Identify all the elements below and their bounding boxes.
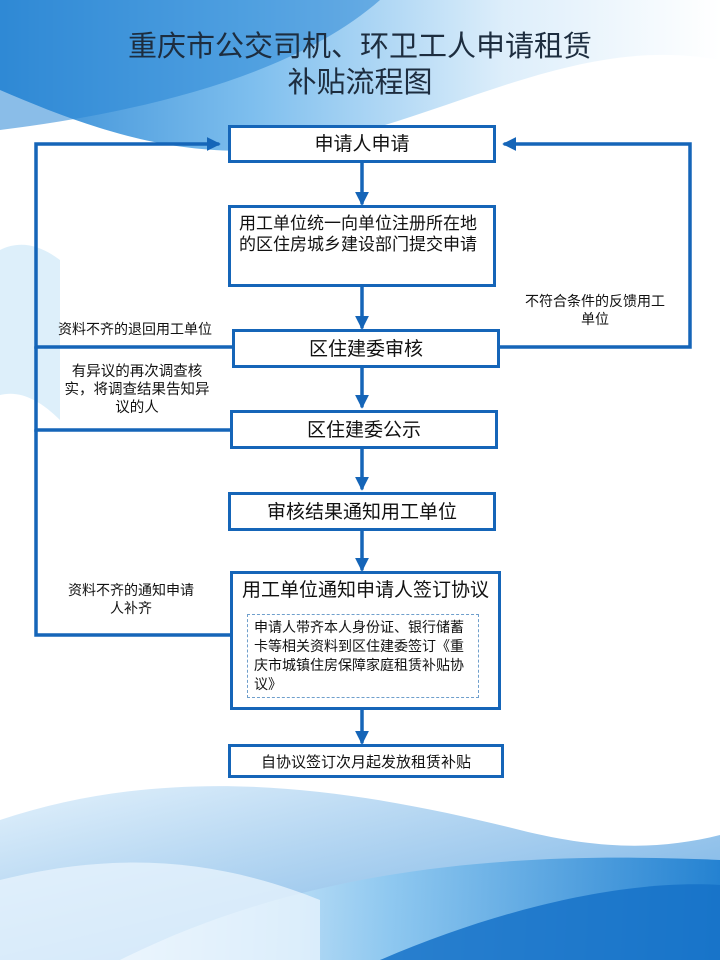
step-sign-box: 用工单位通知申请人签订协议 申请人带齐本人身份证、银行储蓄卡等相关资料到区住建委… (230, 571, 501, 710)
step-sign-detail-box: 申请人带齐本人身份证、银行储蓄卡等相关资料到区住建委签订《重庆市城镇住房保障家庭… (247, 614, 479, 698)
step-notify-employer-box: 审核结果通知用工单位 (228, 492, 496, 531)
note-objection: 有异议的再次调查核实，将调查结果告知异议的人 (64, 364, 210, 416)
step-review-box: 区住建委审核 (232, 329, 500, 368)
step-subsidy-label: 自协议签订次月起发放租赁补贴 (260, 752, 471, 771)
step-notify-employer-label: 审核结果通知用工单位 (266, 500, 457, 523)
note-incomplete-return: 资料不齐的退回用工单位 (58, 322, 212, 338)
note-ineligible: 不符合条件的反馈用工单位 (525, 294, 665, 328)
step-apply-box: 申请人申请 (228, 125, 496, 163)
note-incomplete-notify: 资料不齐的通知申请人补齐 (68, 583, 194, 617)
step-publicize-box: 区住建委公示 (230, 410, 498, 449)
diagram-title-line1: 重庆市公交司机、环卫工人申请租赁 (127, 29, 592, 63)
step-sign-label: 用工单位通知申请人签订协议 (241, 579, 489, 601)
step-sign-detail-text: 申请人带齐本人身份证、银行储蓄卡等相关资料到区住建委签订《重庆市城镇住房保障家庭… (254, 620, 464, 693)
step-publicize-label: 区住建委公示 (306, 418, 421, 441)
step-employer-submit-label: 用工单位统一向单位注册所在地的区住房城乡建设部门提交申请 (239, 214, 477, 255)
diagram-title-line2: 补贴流程图 (287, 65, 433, 99)
step-apply-label: 申请人申请 (314, 133, 410, 155)
step-review-label: 区住建委审核 (308, 337, 423, 360)
step-employer-submit-box: 用工单位统一向单位注册所在地的区住房城乡建设部门提交申请 (228, 205, 496, 287)
step-subsidy-box: 自协议签订次月起发放租赁补贴 (228, 744, 504, 778)
